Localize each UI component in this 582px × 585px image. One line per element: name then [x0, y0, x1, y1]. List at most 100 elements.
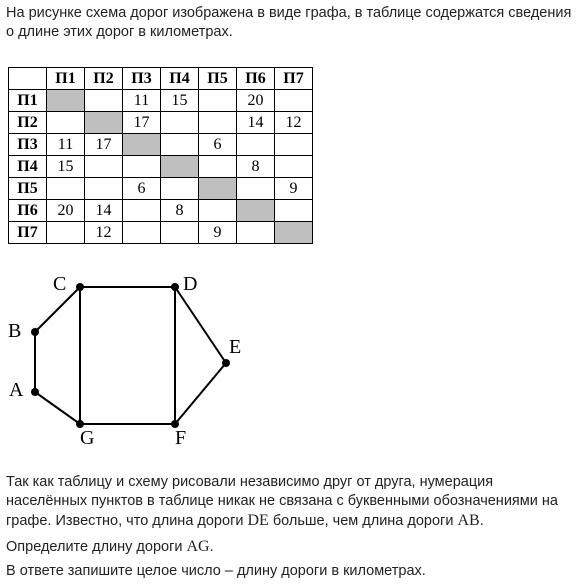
- distance-cell: [198, 155, 237, 178]
- distance-cell: 14: [84, 199, 123, 222]
- distance-cell: [198, 89, 237, 112]
- condition-end: .: [479, 513, 484, 529]
- distance-cell: [236, 177, 275, 200]
- node-label-e: E: [229, 336, 241, 358]
- distance-cell: 17: [122, 111, 161, 134]
- distance-cell: [198, 111, 237, 134]
- distance-cell: 8: [160, 199, 199, 222]
- condition-middle-text: больше, чем длина дороги: [268, 513, 458, 529]
- diagonal-cell: [46, 89, 85, 112]
- node-label-f: F: [175, 427, 186, 449]
- distance-cell: 12: [84, 221, 123, 244]
- task-intro-text: На рисунке схема дорог изображена в виде…: [6, 5, 572, 40]
- answer-instruction: В ответе запишите целое число – длину до…: [6, 563, 426, 579]
- edge-e-f: [174, 362, 227, 425]
- condition-paragraph: Так как таблицу и схему рисовали независ…: [6, 473, 578, 531]
- distance-cell: 8: [236, 155, 275, 178]
- question-end: .: [209, 539, 214, 555]
- distance-cell: 11: [46, 133, 85, 156]
- question-text: Определите длину дороги: [6, 539, 187, 555]
- diagonal-cell: [274, 221, 313, 244]
- row-header: П7: [8, 221, 47, 244]
- road-de-label: DE: [247, 512, 269, 529]
- distance-cell: 11: [122, 89, 161, 112]
- distance-cell: 20: [236, 89, 275, 112]
- row-header: П6: [8, 199, 47, 222]
- node-label-b: B: [8, 320, 21, 342]
- distance-cell: [84, 89, 123, 112]
- table-header-row: П1 П2 П3 П4 П5 П6 П7: [8, 67, 313, 90]
- node-b: [31, 328, 39, 336]
- distance-cell: [46, 111, 85, 134]
- road-ab-label: AB: [457, 512, 480, 529]
- edge-d-e: [174, 286, 227, 364]
- distance-cell: [236, 133, 275, 156]
- edge-b-c: [34, 286, 81, 333]
- table-corner-cell: [8, 67, 47, 90]
- row-header: П1: [8, 89, 47, 112]
- diagonal-cell: [236, 199, 275, 222]
- road-ag-label: AG: [186, 538, 210, 555]
- node-d: [171, 283, 179, 291]
- node-label-a: A: [9, 379, 24, 401]
- edge-a-g: [34, 391, 81, 425]
- distance-cell: [160, 221, 199, 244]
- distance-cell: 6: [198, 133, 237, 156]
- row-header: П3: [8, 133, 47, 156]
- condition-text: Так как таблицу и схему рисовали независ…: [6, 474, 558, 529]
- node-e: [222, 359, 230, 367]
- node-label-g: G: [80, 427, 94, 449]
- distance-cell: [84, 177, 123, 200]
- diagonal-cell: [198, 177, 237, 200]
- table-row: П5 6 9: [8, 177, 313, 200]
- column-header: П2: [84, 67, 123, 90]
- distance-cell: [46, 221, 85, 244]
- column-header: П3: [122, 67, 161, 90]
- distance-cell: 15: [46, 155, 85, 178]
- distance-cell: [122, 199, 161, 222]
- distance-cell: [274, 89, 313, 112]
- distance-cell: [160, 111, 199, 134]
- node-c: [76, 283, 84, 291]
- question-paragraph: Определите длину дороги AG.: [6, 537, 578, 557]
- road-graph: A B C D E F G: [8, 273, 241, 449]
- distance-cell: 20: [46, 199, 85, 222]
- distance-cell: 12: [274, 111, 313, 134]
- distance-cell: [198, 199, 237, 222]
- diagonal-cell: [84, 111, 123, 134]
- node-g: [76, 420, 84, 428]
- column-header: П4: [160, 67, 199, 90]
- distance-cell: [122, 155, 161, 178]
- distance-cell: [160, 177, 199, 200]
- diagonal-cell: [160, 155, 199, 178]
- distance-cell: 17: [84, 133, 123, 156]
- node-f: [171, 420, 179, 428]
- column-header: П7: [274, 67, 313, 90]
- distance-cell: [84, 155, 123, 178]
- distance-cell: [46, 177, 85, 200]
- row-header: П4: [8, 155, 47, 178]
- diagonal-cell: [122, 133, 161, 156]
- distance-cell: 6: [122, 177, 161, 200]
- node-label-c: C: [53, 273, 66, 295]
- distance-cell: [274, 133, 313, 156]
- distance-cell: 14: [236, 111, 275, 134]
- column-header: П5: [198, 67, 237, 90]
- distance-cell: [122, 221, 161, 244]
- column-header: П6: [236, 67, 275, 90]
- node-a: [31, 388, 39, 396]
- distance-cell: [274, 155, 313, 178]
- row-header: П2: [8, 111, 47, 134]
- distance-cell: [274, 199, 313, 222]
- distance-cell: 9: [274, 177, 313, 200]
- row-header: П5: [8, 177, 47, 200]
- node-label-d: D: [183, 273, 197, 295]
- distance-cell: 9: [198, 221, 237, 244]
